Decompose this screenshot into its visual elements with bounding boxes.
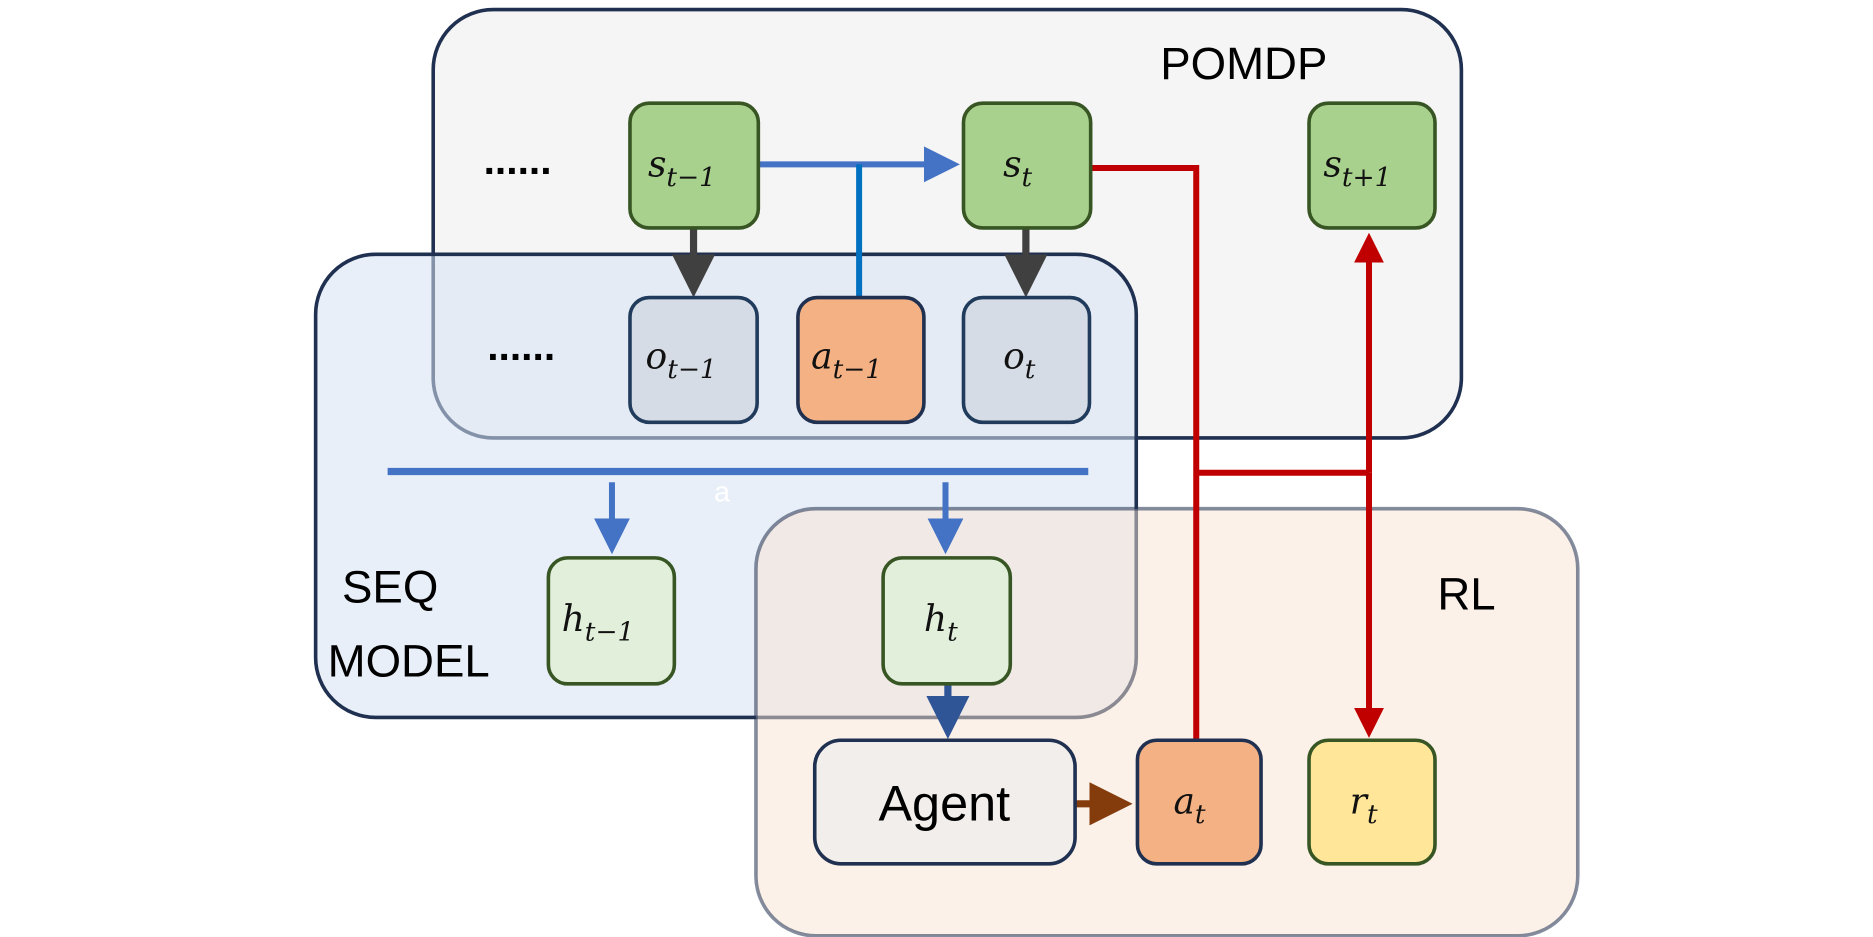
node-o-t: ot — [961, 295, 1092, 425]
node-s-t: st — [961, 101, 1093, 230]
svg-text:st−1: st−1 — [648, 144, 716, 193]
svg-text:at: at — [1173, 781, 1205, 830]
svg-text:Agent: Agent — [878, 775, 1010, 832]
svg-text:at−1: at−1 — [811, 336, 882, 385]
seq-label: SEQ — [342, 561, 438, 612]
state-action-env-line — [1090, 164, 1200, 741]
node-s-prev: st−1 — [628, 101, 761, 230]
node-h-prev: ht−1 — [546, 556, 677, 686]
observation-ellipsis: ...... — [487, 323, 555, 369]
svg-text:rt: rt — [1350, 781, 1378, 830]
node-r-t: rt — [1307, 738, 1437, 866]
node-s-next: st+1 — [1307, 101, 1437, 230]
svg-text:st: st — [1003, 144, 1032, 193]
node-a-t: at — [1135, 738, 1263, 866]
svg-text:ht−1: ht−1 — [562, 599, 635, 648]
model-label: MODEL — [328, 636, 490, 687]
svg-text:st+1: st+1 — [1323, 144, 1391, 193]
stray-label: a — [714, 476, 730, 508]
state-ellipsis: ...... — [484, 137, 552, 183]
node-h-t: ht — [881, 556, 1013, 686]
node-agent: Agent — [812, 738, 1077, 866]
node-a-prev: at−1 — [796, 295, 926, 425]
svg-text:ot: ot — [1003, 336, 1036, 385]
svg-text:ot−1: ot−1 — [646, 336, 717, 385]
pomdp-label: POMDP — [1160, 38, 1327, 89]
svg-text:ht: ht — [924, 599, 958, 648]
rl-label: RL — [1437, 568, 1495, 619]
node-o-prev: ot−1 — [628, 295, 759, 425]
